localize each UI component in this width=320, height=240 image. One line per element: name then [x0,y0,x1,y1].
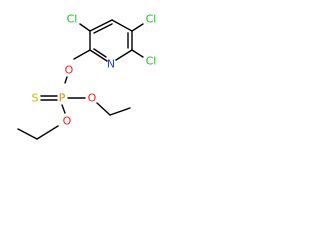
bond-c2-cl [79,23,91,32]
bond-p-o-bottom [61,104,66,114]
bond-c3-c4 [111,19,133,32]
atom-labels: Cl Cl Cl N O S P O O [32,13,157,128]
bond-o-p [64,76,68,84]
bond-c5-cl [131,49,144,58]
bond-c5-n [115,49,133,61]
bond-c2-c3-double [93,23,113,34]
bond-c4-cl [131,23,144,32]
oxygen-atom-ring-link: O [65,64,74,77]
bond-n-c1-double [93,48,107,58]
bond-c2-c3 [89,19,113,32]
bond-o-ethyl-bottom-2 [17,128,38,140]
chlorine-atom-right: Cl [146,55,157,68]
bond-n-c1 [89,49,108,62]
bond-c1-o [73,49,91,60]
oxygen-atom-bottom: O [63,115,72,128]
bond-o-ethyl-right-2 [109,107,131,116]
chlorpyrifos-structure: Cl Cl Cl N O S P O O [17,13,157,140]
chlorine-atom-top-left: Cl [67,13,78,26]
bond-o-ethyl-bottom-1 [36,125,59,140]
oxygen-atom-right: O [88,92,97,105]
sulfur-atom: S [32,92,39,105]
nitrogen-atom: N [107,58,115,71]
bonds [17,19,144,140]
phosphorus-atom: P [59,92,66,105]
bond-o-ethyl-right-1 [96,102,111,116]
chlorine-atom-top-right: Cl [146,13,157,26]
